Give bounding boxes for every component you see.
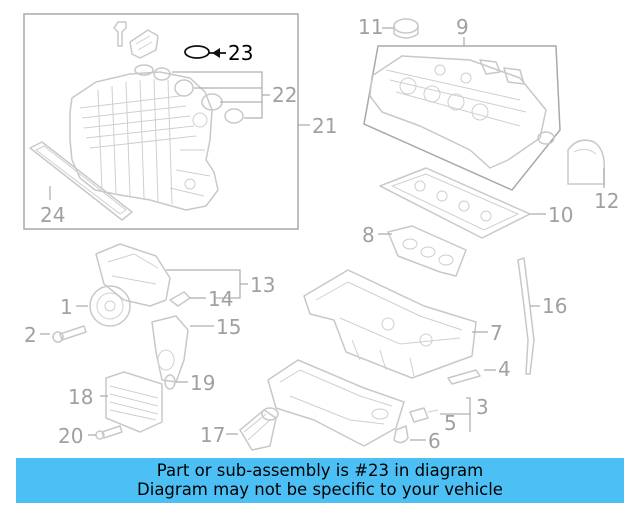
group-box-21: [23, 13, 299, 230]
banner-line-1: Part or sub-assembly is #23 in diagram: [156, 461, 484, 480]
leader-22: 22: [172, 71, 297, 119]
callout-8[interactable]: 8: [362, 223, 375, 247]
parts-diagram: 21 23: [23, 13, 619, 453]
callout-13[interactable]: 13: [250, 273, 275, 297]
clip-14: 14: [169, 287, 233, 311]
banner-line-2: Diagram may not be specific to your vehi…: [137, 480, 503, 499]
callout-20[interactable]: 20: [58, 424, 83, 448]
callout-12[interactable]: 12: [594, 189, 619, 213]
sensor-bolt: [113, 21, 159, 59]
callout-16[interactable]: 16: [542, 294, 567, 318]
group-box-9: [363, 45, 561, 191]
bolt-20: 20: [58, 424, 123, 448]
callout-17[interactable]: 17: [200, 423, 225, 447]
seal-rings: [134, 64, 244, 124]
callout-7[interactable]: 7: [490, 321, 503, 345]
callout-22[interactable]: 22: [272, 83, 297, 107]
callout-6[interactable]: 6: [428, 429, 441, 453]
callout-3[interactable]: 3: [476, 395, 489, 419]
bolt-2: 2: [24, 323, 87, 347]
callout-14[interactable]: 14: [208, 287, 233, 311]
gasket-10: 10: [379, 167, 573, 239]
callout-24[interactable]: 24: [40, 203, 65, 227]
dipstick-16: 16: [517, 257, 567, 375]
callout-1[interactable]: 1: [60, 295, 73, 319]
callout-15[interactable]: 15: [216, 315, 241, 339]
pulley-1: 1: [60, 285, 131, 327]
oil-cooler-18: 18: [68, 371, 163, 433]
timing-cover-12: 12: [567, 139, 619, 213]
callout-21[interactable]: 21: [312, 114, 337, 138]
callout-19[interactable]: 19: [190, 371, 215, 395]
oil-pan-upper-7: 7: [303, 269, 503, 379]
o-ring-19: 19: [164, 371, 215, 395]
oil-cap-11: 11: [358, 15, 419, 39]
intake-manifold: [69, 71, 219, 211]
callout-18[interactable]: 18: [68, 385, 93, 409]
sensor-4: 4: [447, 357, 511, 385]
callout-9[interactable]: 9: [456, 15, 469, 39]
valve-cover: [369, 55, 555, 169]
housing-15: 15: [151, 315, 241, 383]
callout-10[interactable]: 10: [548, 203, 573, 227]
callout-23[interactable]: 23: [228, 41, 253, 65]
callout-5[interactable]: 5: [444, 411, 457, 435]
oil-filter-17: 17: [200, 407, 279, 451]
intake-manifold-group: 21 23: [23, 13, 337, 230]
drain-plug-group: 5 3 6: [393, 395, 489, 453]
callout-11[interactable]: 11: [358, 15, 383, 39]
valve-cover-group: 9 11 12: [358, 15, 619, 213]
exhaust-gasket-8: 8: [362, 223, 467, 277]
callout-2[interactable]: 2: [24, 323, 37, 347]
notice-banner: Part or sub-assembly is #23 in diagram D…: [16, 458, 624, 503]
oil-pan-lower: [267, 359, 405, 447]
part-23-o-ring[interactable]: 23: [184, 41, 253, 65]
callout-4[interactable]: 4: [498, 357, 511, 381]
gasket-24: 24: [29, 141, 133, 227]
cover-13: 13: [95, 243, 275, 307]
